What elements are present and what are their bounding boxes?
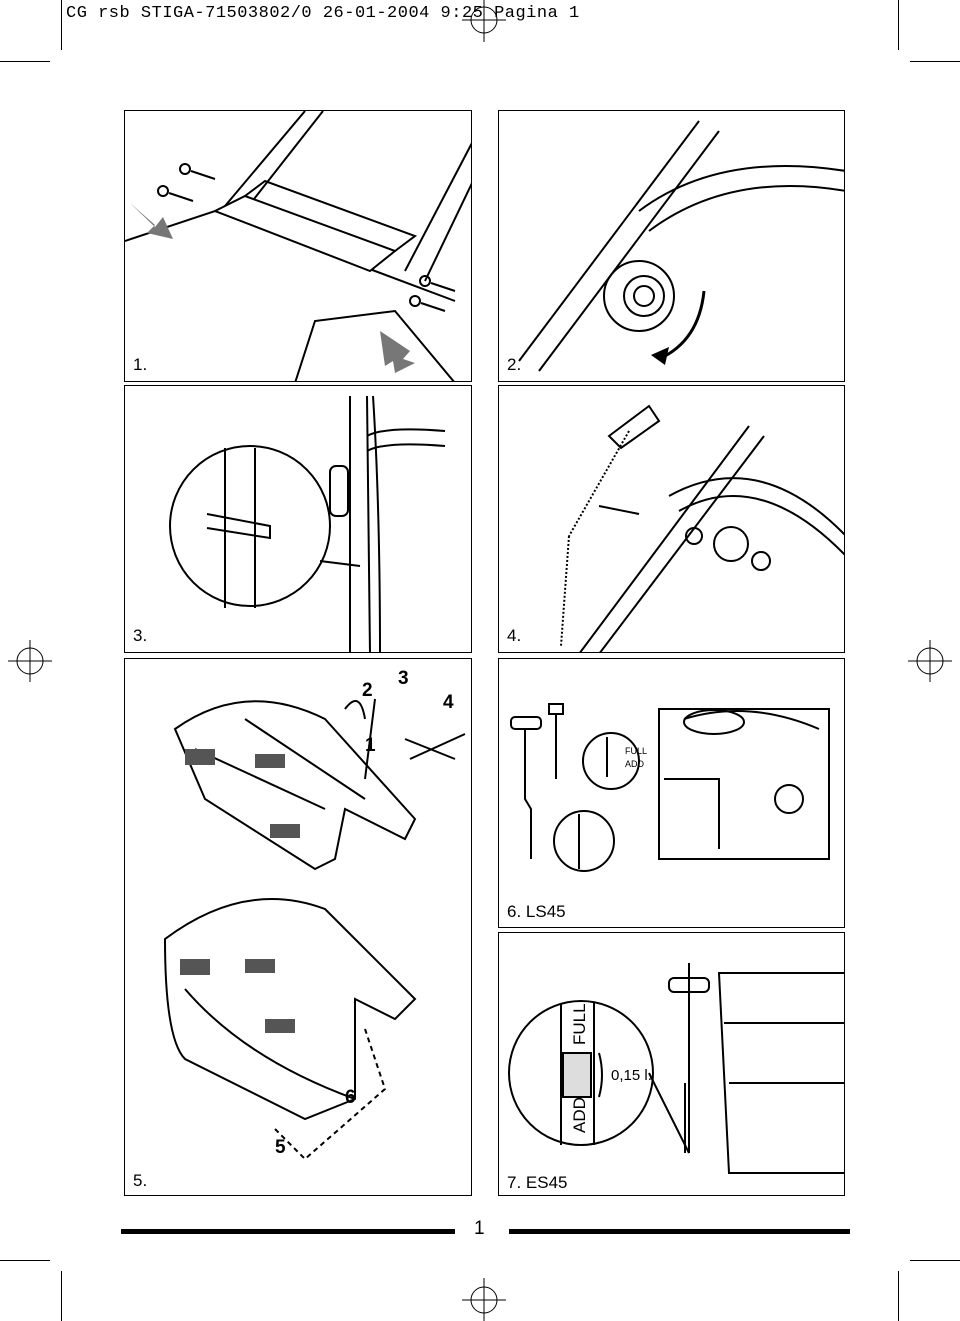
figure-4-panel: 4. xyxy=(498,385,845,653)
callout-1: 1 xyxy=(365,735,376,756)
figure-4-caption: 4. xyxy=(507,626,522,645)
footer-rule-right xyxy=(509,1229,850,1234)
callout-6: 6 xyxy=(345,1087,356,1108)
figure-7-panel: FULL ADD 0,15 l. 7. ES45 xyxy=(498,932,845,1196)
es45-full-label: FULL xyxy=(570,1003,589,1045)
figure-5-caption: 5. xyxy=(133,1171,148,1190)
figure-3-caption: 3. xyxy=(133,626,148,645)
grass-bag-illustration: 2 3 4 1 6 5 xyxy=(163,668,466,1161)
cable-clip-illustration xyxy=(169,395,446,652)
figure-3-panel: 3. xyxy=(124,385,472,653)
starter-cable-illustration xyxy=(560,404,844,652)
es45-volume-label: 0,15 l. xyxy=(611,1067,652,1084)
page-number: 1 xyxy=(474,1218,485,1239)
figure-2-caption: 2. xyxy=(507,355,522,374)
handle-bar-bolt-illustration xyxy=(125,111,471,381)
figure-5-panel: 2 3 4 1 6 5 5. xyxy=(124,658,472,1196)
print-slug: CG rsb STIGA-71503802/0 26-01-2004 9:25 … xyxy=(66,4,580,23)
ls45-full-label: FULL xyxy=(625,746,647,756)
callout-3: 3 xyxy=(398,668,409,689)
figure-2-panel: 2. xyxy=(498,110,845,382)
handle-knob-illustration xyxy=(518,120,844,372)
ls45-add-label: ADD xyxy=(625,759,645,769)
dipstick-es45-illustration: FULL ADD 0,15 l. xyxy=(508,963,844,1174)
callout-2: 2 xyxy=(362,680,373,701)
figure-6-panel: FULL ADD 6. LS45 xyxy=(498,658,845,928)
dipstick-ls45-illustration: FULL ADD xyxy=(510,703,830,872)
figure-1-panel: 1. xyxy=(124,110,472,382)
es45-add-label: ADD xyxy=(570,1097,589,1133)
figure-6-caption: 6. LS45 xyxy=(507,902,566,921)
figure-7-caption: 7. ES45 xyxy=(507,1173,568,1192)
callout-5: 5 xyxy=(275,1137,286,1158)
footer-rule-left xyxy=(121,1229,455,1234)
figure-1-caption: 1. xyxy=(133,355,148,374)
callout-4: 4 xyxy=(443,692,454,713)
